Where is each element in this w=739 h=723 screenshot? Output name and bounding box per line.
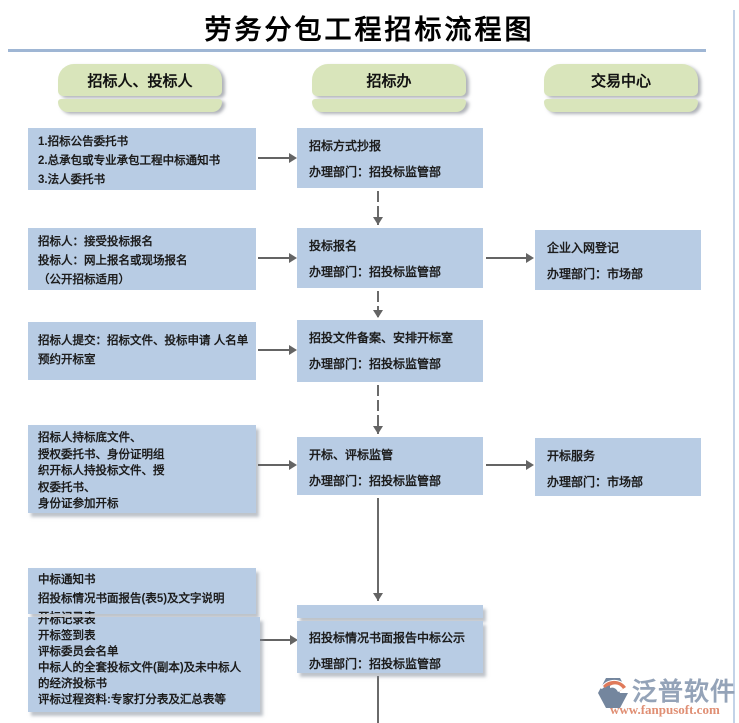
box-line: 办理部门：招投标监管部 <box>309 165 442 179</box>
title-divider <box>8 49 706 52</box>
box-line: 招投文件备案、安排开标室 <box>309 331 454 345</box>
box-entrust-documents: 1.招标公告委托书 2.总承包或专业承包工程中标通知书 3.法人委托书 <box>28 128 256 190</box>
box-file-record-room: 招投文件备案、安排开标室 办理部门：招投标监管部 <box>297 320 483 382</box>
box-line: 企业入网登记 <box>547 241 620 255</box>
box-line: 招标人提交：招标文件、投标申请 人名单 <box>38 335 249 347</box>
arrow-m3-to-m4 <box>373 385 383 434</box>
box-opening-evaluation-supervision: 开标、评标监管 办理部门：招投标监管部 <box>297 437 483 495</box>
arrow-m2-to-m3 <box>373 291 383 318</box>
box-award-publicity: 招投标情况书面报告中标公示 办理部门：招投标监管部 <box>297 621 483 673</box>
page-title: 劳务分包工程招标流程图 <box>204 15 535 45</box>
box-line: 3.法人委托书 <box>38 174 106 186</box>
arrow-m2-to-r1 <box>486 253 534 263</box>
box-line: 的经济投标书 <box>38 678 107 690</box>
lane-header-bidders: 招标人、投标人 <box>58 64 222 112</box>
logo-name: 泛普软件 <box>632 678 737 706</box>
box-line: 织开标人持投标文件、授 <box>38 465 165 477</box>
box-line: 投标报名 <box>309 239 358 253</box>
box-line: 开标、评标监管 <box>309 448 394 462</box>
box-line: 开标记录表 <box>38 617 96 626</box>
box-line: 2.总承包或专业承包工程中标通知书 <box>38 155 221 167</box>
lane-header-label: 招标办 <box>312 64 466 96</box>
box-line: 中标人的全套投标文件(副本)及未中标人 <box>38 662 242 674</box>
arrow-m4-to-r2 <box>486 460 534 470</box>
fanpu-logo: 泛普软件 www.fanpusoft.com <box>594 672 736 720</box>
box-line: 开标签到表 <box>38 630 96 642</box>
right-frame-border <box>733 10 735 723</box>
lane-header-label: 招标人、投标人 <box>58 64 222 96</box>
arrow-m1-to-m2 <box>373 191 383 225</box>
box-line: 评标委员会名单 <box>38 646 119 658</box>
box-line: 评标过程资料:专家打分表及汇总表等 <box>38 694 226 706</box>
box-line: 授权委托书、身份证明组 <box>38 448 165 461</box>
lane-header-bid-office: 招标办 <box>312 64 466 112</box>
box-opening-records: 开标记录表 开标签到表 评标委员会名单 中标人的全套投标文件(副本)及未中标人 … <box>28 617 260 712</box>
box-submit-documents: 招标人提交：招标文件、投标申请 人名单 预约开标室 <box>28 322 256 380</box>
box-line: 开标服务 <box>547 449 596 463</box>
fanpu-hexagon-logo-icon <box>596 676 630 715</box>
box-line: 办理部门：招投标监管部 <box>309 357 442 371</box>
box-line: 身份证参加开标 <box>38 498 119 510</box>
lane-header-shadow-slice <box>544 99 698 112</box>
box-line: 预约开标室 <box>38 354 96 366</box>
box-line: 招标人：接受投标报名 <box>38 236 153 248</box>
box-line: 办理部门：市场部 <box>547 267 644 281</box>
lane-header-label: 交易中心 <box>544 64 698 96</box>
box-line: 权委托书、 <box>38 481 96 494</box>
lane-header-shadow-slice <box>312 99 466 112</box>
arrow-l3-to-m3 <box>258 345 297 355</box>
box-award-notice-report: 中标通知书 招投标情况书面报告(表5)及文字说明 开标记录表 <box>28 568 256 614</box>
box-line: 招投标情况书面报告中标公示 <box>309 631 466 645</box>
arrow-l2-to-m2 <box>258 253 297 263</box>
box-line: 1.招标公告委托书 <box>38 136 129 148</box>
box-opening-service: 开标服务 办理部门：市场部 <box>535 438 701 496</box>
box-enterprise-registration: 企业入网登记 办理部门：市场部 <box>535 230 701 290</box>
box-line: 招投标情况书面报告(表5)及文字说明 <box>38 593 225 605</box>
box-line: 办理部门：市场部 <box>547 475 644 489</box>
box-line: 招标人持标底文件、 <box>38 432 142 444</box>
lane-header-trade-center: 交易中心 <box>544 64 698 112</box>
box-line: 招标方式抄报 <box>309 139 382 153</box>
arrow-l5-to-m5 <box>260 635 298 645</box>
box-line: 办理部门：招投标监管部 <box>309 474 442 488</box>
box-attend-opening: 招标人持标底文件、 授权委托书、身份证明组 织开标人持投标文件、授 权委托书、 … <box>28 425 256 513</box>
logo-url-link[interactable]: www.fanpusoft.com <box>610 702 720 717</box>
arrow-m4-to-m5 <box>373 498 383 601</box>
box-line: （公开招标适用） <box>38 274 130 286</box>
box-bid-registration: 投标报名 办理部门：招投标监管部 <box>297 228 483 288</box>
box-lines-group: 开标记录表 开标签到表 评标委员会名单 中标人的全套投标文件(副本)及未中标人 … <box>38 617 250 708</box>
box-report-strip <box>297 605 483 618</box>
box-line: 办理部门：招投标监管部 <box>309 265 442 279</box>
box-line: 开标记录表 <box>38 609 246 614</box>
box-bid-method-report: 招标方式抄报 办理部门：招投标监管部 <box>297 128 483 188</box>
box-registration-methods: 招标人：接受投标报名 投标人：网上报名或现场报名 （公开招标适用） <box>28 228 256 290</box>
arrow-l4-to-m4 <box>258 460 297 470</box>
box-line: 办理部门：招投标监管部 <box>309 657 442 671</box>
arrow-l1-to-m1 <box>258 153 297 163</box>
connector-m5-down <box>377 676 379 723</box>
lane-header-shadow-slice <box>58 99 222 112</box>
box-line: 中标通知书 <box>38 574 96 586</box>
box-line: 投标人：网上报名或现场报名 <box>38 255 188 267</box>
